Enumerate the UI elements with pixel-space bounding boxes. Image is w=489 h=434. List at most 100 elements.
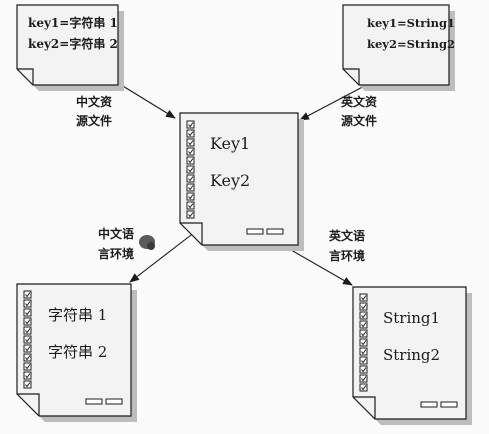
checkbox-square bbox=[186, 174, 195, 183]
checkbox-square bbox=[359, 365, 368, 374]
checkbox-tick bbox=[361, 331, 367, 337]
checkbox-square bbox=[359, 311, 368, 320]
svg-text:言环境: 言环境 bbox=[98, 246, 134, 261]
checkbox-square bbox=[23, 326, 32, 335]
checkbox-tick bbox=[25, 382, 31, 388]
checkbox-list-icon bbox=[186, 120, 195, 219]
svg-text:源文件: 源文件 bbox=[76, 113, 112, 128]
mini-buttons-icon bbox=[246, 228, 284, 235]
checkbox-tick bbox=[25, 337, 31, 343]
svg-text:源文件: 源文件 bbox=[341, 113, 377, 128]
center-key-2: Key2 bbox=[210, 171, 250, 190]
checkbox-tick bbox=[188, 149, 194, 155]
checkbox-square bbox=[186, 192, 195, 201]
label-en-language-env: 英文语 言环境 bbox=[329, 228, 365, 263]
svg-text:言环境: 言环境 bbox=[329, 248, 365, 263]
checkbox-tick bbox=[188, 122, 194, 128]
checkbox-tick bbox=[25, 373, 31, 379]
checkbox-tick bbox=[361, 322, 367, 328]
svg-text:中文语: 中文语 bbox=[98, 226, 134, 241]
checkbox-square bbox=[186, 138, 195, 147]
zh-resource-file-doc: key1=字符串 1 key2=字符串 2 bbox=[16, 4, 124, 91]
checkbox-tick bbox=[188, 203, 194, 209]
svg-text:中文资: 中文资 bbox=[76, 94, 112, 109]
checkbox-square bbox=[359, 302, 368, 311]
ink-stain-icon bbox=[139, 235, 155, 250]
mini-buttons-icon bbox=[85, 398, 123, 405]
checkbox-tick bbox=[188, 158, 194, 164]
checkbox-tick bbox=[188, 176, 194, 182]
checkbox-tick bbox=[188, 131, 194, 137]
checkbox-tick bbox=[25, 301, 31, 307]
en-out-line-1: String1 bbox=[383, 309, 440, 327]
zh-res-line-1: key1=字符串 1 bbox=[28, 15, 118, 30]
label-zh-language-env: 中文语 言环境 bbox=[98, 226, 134, 261]
checkbox-tick bbox=[188, 167, 194, 173]
checkbox-square bbox=[359, 329, 368, 338]
checkbox-tick bbox=[25, 346, 31, 352]
checkbox-tick bbox=[25, 292, 31, 298]
svg-text:英文资: 英文资 bbox=[341, 94, 377, 109]
checkbox-square bbox=[23, 317, 32, 326]
checkbox-square bbox=[186, 156, 195, 165]
checkbox-square bbox=[23, 380, 32, 389]
en-resource-file-doc: key1=String1 key2=String2 bbox=[342, 4, 455, 91]
checkbox-square bbox=[359, 338, 368, 347]
checkbox-square bbox=[23, 371, 32, 380]
zh-out-line-1: 字符串 1 bbox=[48, 306, 107, 324]
label-zh-resource-file: 中文资 源文件 bbox=[76, 94, 112, 128]
en-res-line-2: key2=String2 bbox=[367, 37, 455, 51]
checkbox-tick bbox=[188, 140, 194, 146]
checkbox-square bbox=[23, 299, 32, 308]
checkbox-square bbox=[359, 293, 368, 302]
checkbox-tick bbox=[361, 385, 367, 391]
en-res-line-1: key1=String1 bbox=[367, 16, 455, 30]
checkbox-tick bbox=[188, 185, 194, 191]
checkbox-tick bbox=[25, 319, 31, 325]
zh-res-line-2: key2=字符串 2 bbox=[28, 36, 118, 51]
checkbox-tick bbox=[361, 313, 367, 319]
arrow-en-res-to-center bbox=[299, 81, 373, 121]
zh-out-line-2: 字符串 2 bbox=[48, 343, 107, 361]
checkbox-square bbox=[186, 183, 195, 192]
center-key-doc: Key1 Key2 bbox=[179, 112, 304, 251]
checkbox-square bbox=[186, 201, 195, 210]
checkbox-square bbox=[186, 147, 195, 156]
svg-text:英文语: 英文语 bbox=[329, 228, 365, 243]
checkbox-tick bbox=[361, 376, 367, 382]
checkbox-square bbox=[23, 344, 32, 353]
checkbox-square bbox=[186, 129, 195, 138]
checkbox-tick bbox=[25, 310, 31, 316]
checkbox-square bbox=[23, 290, 32, 299]
arrow-center-to-zh-out bbox=[129, 231, 196, 283]
checkbox-tick bbox=[25, 355, 31, 361]
checkbox-tick bbox=[361, 358, 367, 364]
checkbox-square bbox=[359, 320, 368, 329]
checkbox-square bbox=[359, 356, 368, 365]
en-out-line-2: String2 bbox=[383, 346, 440, 364]
checkbox-tick bbox=[188, 212, 194, 218]
mini-buttons-icon bbox=[420, 401, 458, 408]
checkbox-tick bbox=[25, 364, 31, 370]
checkbox-square bbox=[23, 362, 32, 371]
checkbox-square bbox=[186, 165, 195, 174]
checkbox-square bbox=[186, 210, 195, 219]
checkbox-list-icon bbox=[23, 290, 32, 389]
checkbox-tick bbox=[361, 349, 367, 355]
checkbox-square bbox=[359, 374, 368, 383]
checkbox-tick bbox=[361, 340, 367, 346]
label-en-resource-file: 英文资 源文件 bbox=[341, 94, 377, 128]
checkbox-square bbox=[23, 308, 32, 317]
checkbox-tick bbox=[25, 328, 31, 334]
checkbox-tick bbox=[361, 367, 367, 373]
en-output-doc: String1 String2 bbox=[352, 286, 472, 425]
checkbox-square bbox=[186, 120, 195, 129]
checkbox-tick bbox=[361, 304, 367, 310]
checkbox-tick bbox=[188, 194, 194, 200]
checkbox-square bbox=[359, 347, 368, 356]
zh-output-doc: 字符串 1 字符串 2 bbox=[16, 283, 137, 422]
checkbox-square bbox=[23, 335, 32, 344]
center-key-1: Key1 bbox=[210, 134, 250, 153]
checkbox-tick bbox=[361, 295, 367, 301]
